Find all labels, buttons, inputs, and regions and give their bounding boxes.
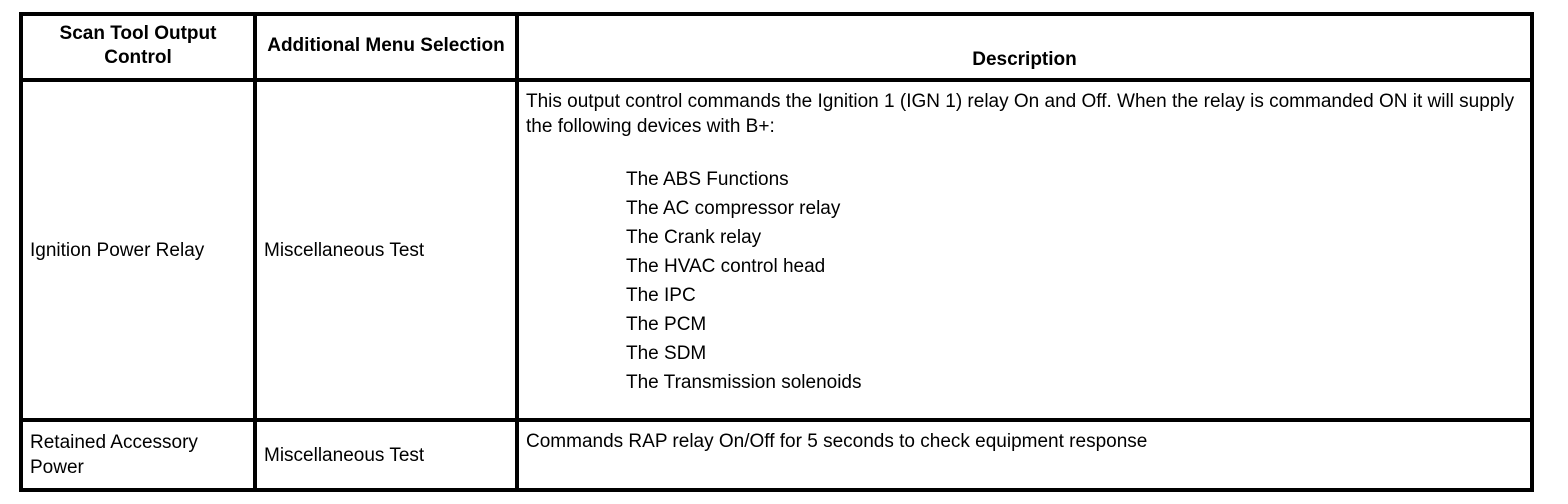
cell-menu-selection: Miscellaneous Test	[253, 78, 519, 422]
cell-description: Commands RAP relay On/Off for 5 seconds …	[515, 418, 1534, 492]
list-item: The AC compressor relay	[626, 198, 841, 219]
table-header-row: Scan Tool Output Control Additional Menu…	[19, 12, 1534, 82]
cell-output-control: Retained Accessory Power	[19, 418, 257, 492]
list-item: The Crank relay	[626, 227, 762, 248]
list-item: The ABS Functions	[626, 169, 789, 190]
cell-output-control: Ignition Power Relay	[19, 78, 257, 422]
table-row: Ignition Power Relay Miscellaneous Test …	[19, 78, 1534, 422]
list-item: The IPC	[626, 285, 696, 306]
scan-tool-output-control-table: Scan Tool Output Control Additional Menu…	[19, 12, 1534, 492]
list-item: The PCM	[626, 314, 707, 335]
column-header-additional-menu-selection: Additional Menu Selection	[253, 12, 519, 82]
list-item: The SDM	[626, 343, 707, 364]
description-intro-text: This output control commands the Ignitio…	[526, 91, 1515, 137]
supplied-device-list: The ABS Functions The AC compressor rela…	[626, 165, 1523, 397]
cell-menu-selection: Miscellaneous Test	[253, 418, 519, 492]
table-header: Scan Tool Output Control Additional Menu…	[19, 12, 1534, 82]
list-item: The HVAC control head	[626, 256, 826, 277]
column-header-description: Description	[515, 12, 1534, 82]
cell-description: This output control commands the Ignitio…	[515, 78, 1534, 422]
column-header-scan-tool-output-control: Scan Tool Output Control	[19, 12, 257, 82]
description-intro-text: Commands RAP relay On/Off for 5 seconds …	[526, 431, 1148, 452]
table-row: Retained Accessory Power Miscellaneous T…	[19, 418, 1534, 492]
list-item: The Transmission solenoids	[626, 372, 862, 393]
table-body: Ignition Power Relay Miscellaneous Test …	[19, 78, 1534, 492]
